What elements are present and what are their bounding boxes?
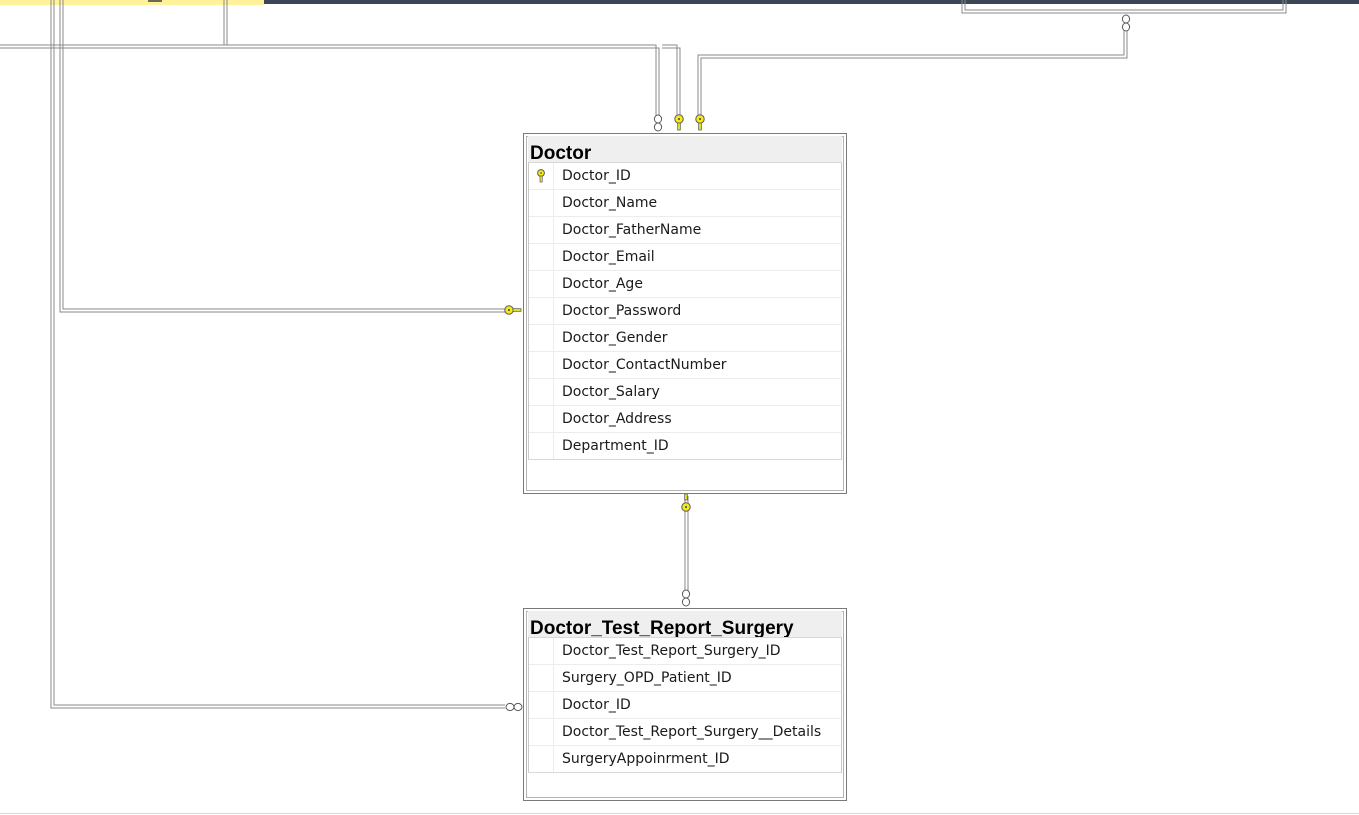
connector-line <box>662 44 678 118</box>
row-selector[interactable] <box>529 406 554 432</box>
connector-line <box>62 0 505 310</box>
key-icon <box>695 114 705 131</box>
row-selector[interactable] <box>529 325 554 351</box>
column-row[interactable]: Doctor_Gender <box>529 325 841 352</box>
column-name: Doctor_Name <box>562 195 658 211</box>
column-row[interactable]: Doctor_Age <box>529 271 841 298</box>
connector-line <box>0 44 657 118</box>
column-name: Doctor_FatherName <box>562 222 702 238</box>
column-grid: Doctor_Test_Report_Surgery_ID Surgery_OP… <box>528 637 842 773</box>
column-name: Doctor_ContactNumber <box>562 357 727 373</box>
column-row[interactable]: Doctor_FatherName <box>529 217 841 244</box>
row-selector[interactable] <box>529 244 554 270</box>
row-selector[interactable] <box>529 692 554 718</box>
table-doctor[interactable]: Doctor Doctor_ID Doctor_Name Doctor_Fath… <box>523 133 847 494</box>
infinity-icon <box>505 702 523 712</box>
connector-line <box>961 0 1287 14</box>
column-row[interactable]: Doctor_Salary <box>529 379 841 406</box>
column-name: Doctor_ID <box>562 697 631 713</box>
key-icon <box>674 114 684 131</box>
column-name: Doctor_Password <box>562 303 682 319</box>
column-name: Doctor_ID <box>562 168 631 184</box>
infinity-icon <box>653 114 663 132</box>
connector-line <box>50 0 505 709</box>
column-row[interactable]: Doctor_ContactNumber <box>529 352 841 379</box>
row-selector[interactable] <box>529 433 554 459</box>
infinity-icon <box>681 589 691 607</box>
column-name: Doctor_Email <box>562 249 655 265</box>
row-selector[interactable] <box>529 163 554 189</box>
row-selector[interactable] <box>529 379 554 405</box>
column-row[interactable]: SurgeryAppoinrment_ID <box>529 746 841 772</box>
connector-line <box>964 0 1284 11</box>
column-grid: Doctor_ID Doctor_Name Doctor_FatherName … <box>528 162 842 460</box>
column-name: Doctor_Test_Report_Surgery_ID <box>562 643 781 659</box>
column-row[interactable]: Doctor_Test_Report_Surgery_ID <box>529 638 841 665</box>
column-name: SurgeryAppoinrment_ID <box>562 751 730 767</box>
column-row[interactable]: Doctor_ID <box>529 163 841 190</box>
neighbor-table-edge <box>264 0 1359 4</box>
table-doctor-test-report-surgery[interactable]: Doctor_Test_Report_Surgery Doctor_Test_R… <box>523 608 847 801</box>
column-name: Doctor_Address <box>562 411 672 427</box>
column-row[interactable]: Surgery_OPD_Patient_ID <box>529 665 841 692</box>
key-icon <box>504 305 522 315</box>
column-row[interactable]: Department_ID <box>529 433 841 459</box>
table-title[interactable]: Doctor_Test_Report_Surgery <box>528 611 842 637</box>
row-selector[interactable] <box>529 638 554 664</box>
connector-line <box>662 47 681 118</box>
top-strip <box>0 0 1359 5</box>
column-row[interactable]: Doctor_Name <box>529 190 841 217</box>
column-name: Doctor_Gender <box>562 330 668 346</box>
key-icon <box>681 493 691 512</box>
table-title[interactable]: Doctor <box>528 136 842 162</box>
row-selector[interactable] <box>529 217 554 243</box>
column-row[interactable]: Doctor_Password <box>529 298 841 325</box>
column-row[interactable]: Doctor_Email <box>529 244 841 271</box>
column-row[interactable]: Doctor_Test_Report_Surgery__Details <box>529 719 841 746</box>
window-bottom-edge <box>0 813 1359 814</box>
row-selector[interactable] <box>529 719 554 745</box>
connector-line <box>59 0 505 313</box>
infinity-icon <box>1121 14 1131 32</box>
strip-mark <box>148 0 162 2</box>
row-selector[interactable] <box>529 271 554 297</box>
column-name: Doctor_Age <box>562 276 643 292</box>
key-icon <box>537 169 545 183</box>
row-selector[interactable] <box>529 190 554 216</box>
connector-line <box>700 30 1128 118</box>
row-selector[interactable] <box>529 665 554 691</box>
column-row[interactable]: Doctor_Address <box>529 406 841 433</box>
connector-line <box>697 30 1125 118</box>
row-selector[interactable] <box>529 352 554 378</box>
connector-line <box>0 47 660 118</box>
column-name: Department_ID <box>562 438 669 454</box>
row-selector[interactable] <box>529 746 554 772</box>
column-name: Surgery_OPD_Patient_ID <box>562 670 732 686</box>
scroll-indicator <box>0 0 264 5</box>
column-name: Doctor_Salary <box>562 384 660 400</box>
column-row[interactable]: Doctor_ID <box>529 692 841 719</box>
row-selector[interactable] <box>529 298 554 324</box>
connector-line <box>53 0 505 706</box>
column-name: Doctor_Test_Report_Surgery__Details <box>562 724 822 740</box>
